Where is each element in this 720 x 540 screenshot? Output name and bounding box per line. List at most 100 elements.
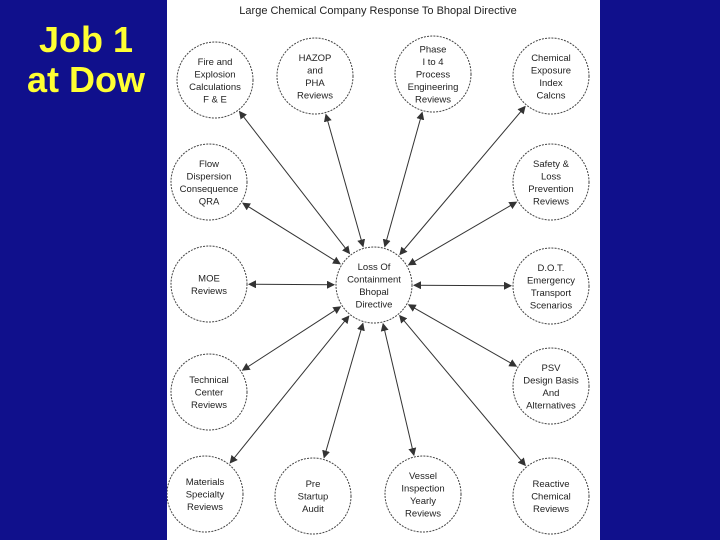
node-psv-design-label-line: And xyxy=(543,388,560,399)
node-flow-dispersion-label-line: QRA xyxy=(199,196,220,207)
node-psv-design-label-line: Alternatives xyxy=(526,400,576,411)
node-reactive-chemical-label-line: Reactive xyxy=(533,479,570,490)
node-dot-emergency-label-line: Scenarios xyxy=(530,300,572,311)
node-phase-1-4-label-line: I to 4 xyxy=(422,57,443,68)
node-hazop-pha-label-line: Reviews xyxy=(297,90,333,101)
arrow-psv-design xyxy=(407,304,518,367)
node-moe-reviews: MOE Reviews xyxy=(170,245,248,323)
node-vessel-inspection-label-line: Yearly xyxy=(410,496,436,507)
node-psv-design-label-line: Design Basis xyxy=(523,375,579,386)
node-circle xyxy=(384,455,462,533)
node-loss-of-containment-label-line: Containment xyxy=(347,274,401,285)
node-hazop-pha-label-line: HAZOP xyxy=(299,53,332,64)
node-reactive-chemical-label-line: Reviews xyxy=(533,504,569,515)
node-circle xyxy=(274,457,352,535)
node-dot-emergency-label-line: Emergency xyxy=(527,275,575,286)
node-flow-dispersion-label-line: Consequence xyxy=(180,184,239,195)
node-technical-center-label-line: Technical xyxy=(189,375,229,386)
node-circle xyxy=(167,455,244,533)
bhopal-directive-diagram: Large Chemical Company Response To Bhopa… xyxy=(167,5,590,535)
node-loss-of-containment-label-line: Directive xyxy=(356,299,393,310)
node-circle xyxy=(512,347,590,425)
node-loss-of-containment-label-line: Bhopal xyxy=(359,287,389,298)
node-moe-reviews-label-line: MOE xyxy=(198,273,220,284)
node-materials-specialty-label-line: Reviews xyxy=(187,502,223,513)
node-phase-1-4-label-line: Reviews xyxy=(415,95,451,106)
arrow-pre-startup xyxy=(322,322,365,459)
node-circle xyxy=(512,247,590,325)
node-psv-design-label-line: PSV xyxy=(541,363,561,374)
arrow-technical-center xyxy=(241,306,342,371)
diagram-title: Large Chemical Company Response To Bhopa… xyxy=(239,5,516,17)
node-moe-reviews-label-line: Reviews xyxy=(191,286,227,297)
node-fire-explosion-label-line: Explosion xyxy=(194,69,235,80)
node-circle xyxy=(394,35,472,113)
node-phase-1-4-label-line: Phase xyxy=(420,45,447,56)
node-materials-specialty-label-line: Materials xyxy=(186,477,225,488)
node-circle xyxy=(335,246,413,324)
node-technical-center-label-line: Center xyxy=(195,388,224,399)
node-pre-startup-label-line: Pre xyxy=(306,479,321,490)
node-flow-dispersion-label-line: Dispersion xyxy=(187,171,232,182)
arrow-fire-explosion xyxy=(238,110,351,255)
slide-title: Job 1 at Dow xyxy=(6,20,166,100)
node-pre-startup-label-line: Startup xyxy=(298,492,329,503)
arrow-reactive-chemical xyxy=(399,314,526,467)
node-fire-explosion-label-line: F & E xyxy=(203,94,227,105)
node-chemical-exposure-label-line: Exposure xyxy=(531,65,571,76)
node-safety-loss-label-line: Prevention xyxy=(528,184,573,195)
node-vessel-inspection-label-line: Inspection xyxy=(401,483,444,494)
arrow-dot-emergency xyxy=(413,281,512,290)
node-phase-1-4-label-line: Process xyxy=(416,70,451,81)
arrow-phase-1-4 xyxy=(382,111,425,248)
node-circle xyxy=(512,37,590,115)
node-chemical-exposure-label-line: Calcns xyxy=(536,90,565,101)
arrow-vessel-inspection xyxy=(380,322,417,457)
node-chemical-exposure-label-line: Index xyxy=(539,78,562,89)
node-hazop-pha-label-line: PHA xyxy=(305,78,325,89)
slide-title-line-1: Job 1 xyxy=(38,19,134,60)
node-safety-loss-label-line: Safety & xyxy=(533,159,570,170)
node-circle xyxy=(170,245,248,323)
node-flow-dispersion-label-line: Flow xyxy=(199,159,219,170)
node-chemical-exposure-label-line: Chemical xyxy=(531,53,571,64)
node-circle xyxy=(276,37,354,115)
node-loss-of-containment-label-line: Loss Of xyxy=(358,262,391,273)
arrow-hazop-pha xyxy=(323,113,366,248)
node-dot-emergency-label-line: Transport xyxy=(531,288,572,299)
node-hazop-pha-label-line: and xyxy=(307,65,323,76)
arrow-safety-loss xyxy=(407,201,518,266)
arrow-materials-specialty xyxy=(229,315,350,464)
node-phase-1-4-label-line: Engineering xyxy=(408,82,459,93)
node-circle xyxy=(512,143,590,221)
arrow-moe-reviews xyxy=(248,280,335,289)
node-safety-loss-label-line: Loss xyxy=(541,171,561,182)
node-safety-loss-label-line: Reviews xyxy=(533,196,569,207)
node-pre-startup-label-line: Audit xyxy=(302,504,324,515)
node-vessel-inspection-label-line: Reviews xyxy=(405,508,441,519)
node-fire-explosion-label-line: Fire and xyxy=(198,57,233,68)
node-circle xyxy=(170,353,248,431)
arrow-chemical-exposure xyxy=(399,105,526,256)
node-circle xyxy=(512,457,590,535)
node-vessel-inspection-label-line: Vessel xyxy=(409,471,437,482)
node-dot-emergency-label-line: D.O.T. xyxy=(538,263,565,274)
node-circle xyxy=(170,143,248,221)
node-materials-specialty-label-line: Specialty xyxy=(186,490,225,501)
node-fire-explosion-label-line: Calculations xyxy=(189,82,241,93)
node-circle xyxy=(176,41,254,119)
slide-title-line-2: at Dow xyxy=(26,59,145,100)
